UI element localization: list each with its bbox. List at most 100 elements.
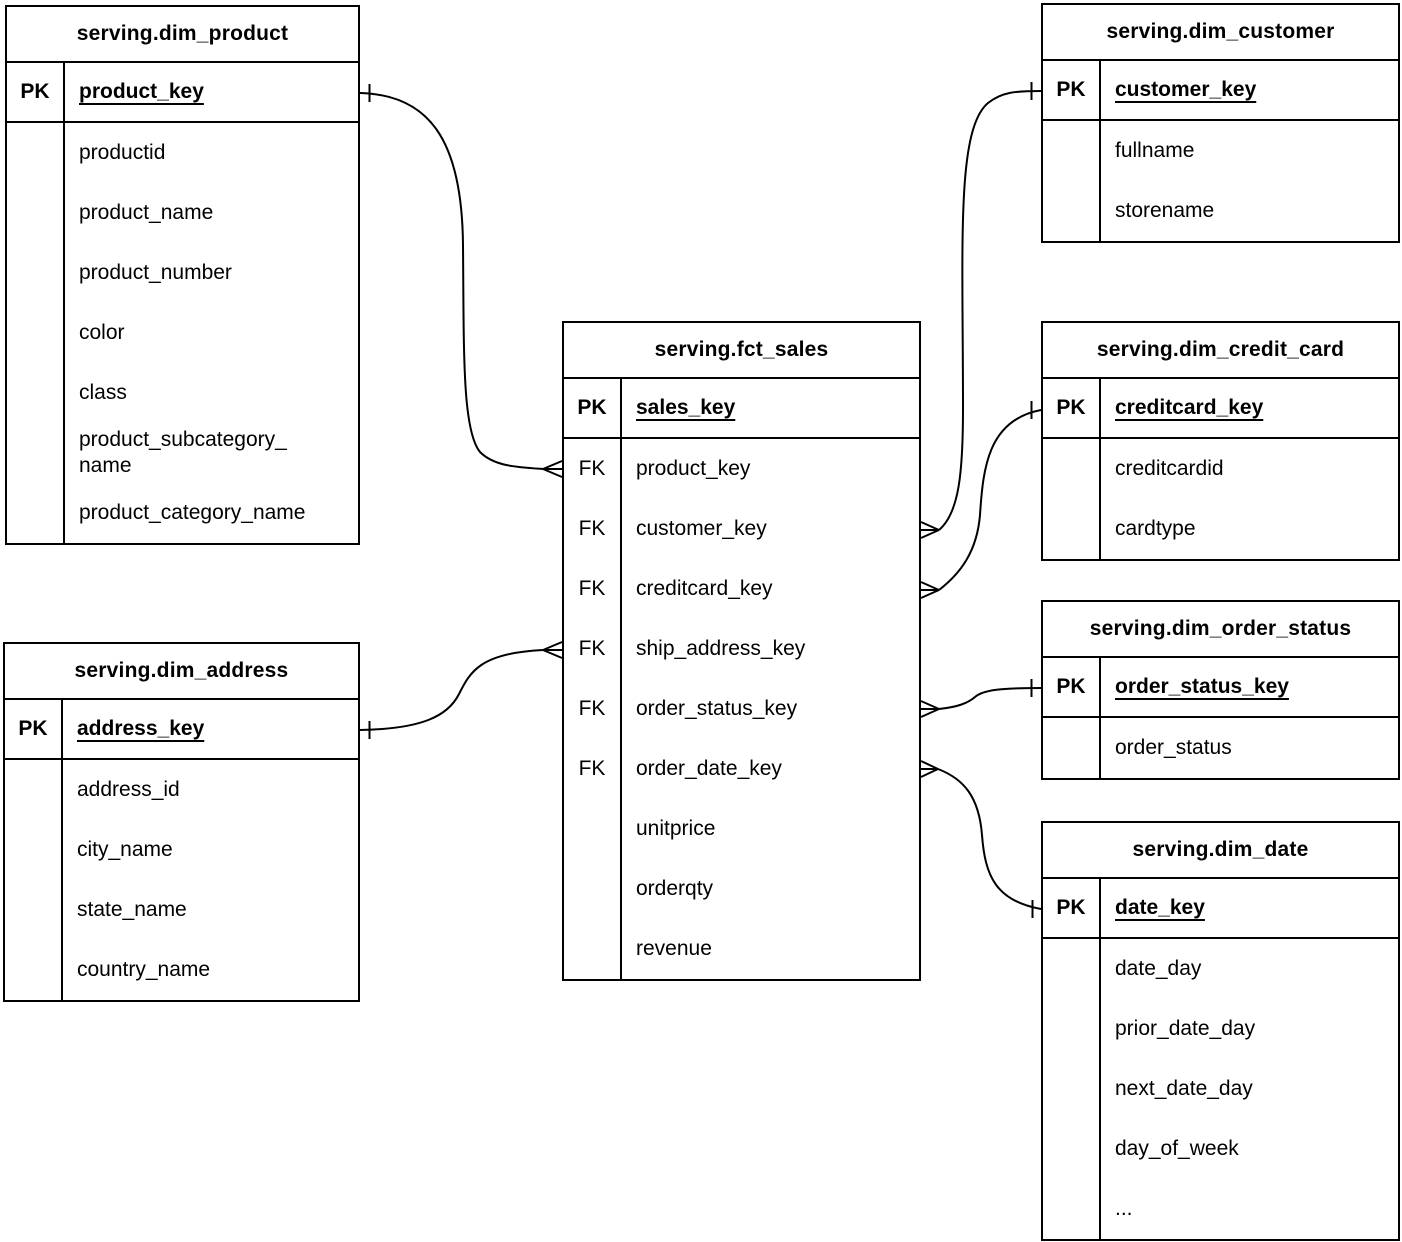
table-row: product_subcategory_ name [7,423,358,483]
field-name: color [79,320,125,344]
relationship-line[interactable] [359,92,544,470]
table-dim-date[interactable]: serving.dim_date PK date_key date_day pr… [1041,821,1400,1241]
key-cell [1043,999,1101,1059]
key-cell [1043,1179,1101,1239]
table-title: serving.dim_order_status [1043,602,1398,658]
fk-label: FK [564,739,622,799]
table-row: revenue [564,919,919,979]
key-cell [7,303,65,363]
field-name: ship_address_key [636,636,806,660]
table-row-pk: PK creditcard_key [1043,379,1398,439]
relationship-line[interactable] [938,687,1042,710]
table-row: prior_date_day [1043,999,1398,1059]
table-row: FK customer_key [564,499,919,559]
table-dim-order-status[interactable]: serving.dim_order_status PK order_status… [1041,600,1400,780]
table-row: FK order_date_key [564,739,919,799]
field-name: city_name [77,837,173,861]
table-dim-product[interactable]: serving.dim_product PK product_key produ… [5,5,360,545]
table-row: FK order_status_key [564,679,919,739]
table-row: color [7,303,358,363]
table-row: orderqty [564,859,919,919]
crowsfoot-many-icon [542,641,563,659]
field-name: product_name [79,200,214,224]
table-row: storename [1043,181,1398,241]
relationship-order-date[interactable] [920,760,1042,918]
table-row: FK ship_address_key [564,619,919,679]
pk-label: PK [564,379,622,437]
fk-label: FK [564,439,622,499]
pk-label: PK [7,63,65,121]
table-row: class [7,363,358,423]
relationship-customer[interactable] [920,82,1042,539]
field-name: creditcardid [1115,456,1224,480]
table-row: state_name [5,880,358,940]
field-name: orderqty [636,876,714,900]
table-dim-customer[interactable]: serving.dim_customer PK customer_key ful… [1041,3,1400,243]
key-cell [7,123,65,183]
field-name: address_id [77,777,180,801]
fk-label: FK [564,499,622,559]
table-row: product_name [7,183,358,243]
relationship-ship-address[interactable] [359,641,563,739]
field-name: productid [79,140,166,164]
table-row-pk: PK date_key [1043,879,1398,939]
table-row: fullname [1043,121,1398,181]
table-title: serving.dim_customer [1043,5,1398,61]
relationship-line[interactable] [359,649,544,731]
crowsfoot-many-icon [920,700,940,718]
table-row-pk: PK order_status_key [1043,658,1398,718]
key-cell [1043,121,1101,181]
table-row: creditcardid [1043,439,1398,499]
table-row: country_name [5,940,358,1000]
pk-field-name: date_key [1115,895,1205,919]
table-row: unitprice [564,799,919,859]
pk-label: PK [1043,379,1101,437]
key-cell [7,423,65,483]
relationship-order-status[interactable] [920,679,1042,718]
table-dim-address[interactable]: serving.dim_address PK address_key addre… [3,642,360,1002]
field-name: storename [1115,198,1215,222]
pk-label: PK [1043,658,1101,716]
table-row: next_date_day [1043,1059,1398,1119]
table-row: FK product_key [564,439,919,499]
key-cell [564,919,622,979]
crowsfoot-many-icon [920,521,940,539]
relationship-product[interactable] [359,84,563,478]
field-name: state_name [77,897,187,921]
table-title: serving.fct_sales [564,323,919,379]
table-fct-sales[interactable]: serving.fct_sales PK sales_key FK produc… [562,321,921,981]
relationship-line[interactable] [938,90,1042,531]
key-cell [1043,1119,1101,1179]
key-cell [1043,499,1101,559]
field-name: order_date_key [636,756,782,780]
pk-field-name: customer_key [1115,77,1257,101]
table-row: day_of_week [1043,1119,1398,1179]
table-row-pk: PK sales_key [564,379,919,439]
table-row: ... [1043,1179,1398,1239]
key-cell [5,940,63,1000]
relationship-line[interactable] [938,409,1042,591]
pk-label: PK [1043,61,1101,119]
field-name: revenue [636,936,712,960]
table-dim-credit-card[interactable]: serving.dim_credit_card PK creditcard_ke… [1041,321,1400,561]
table-row-pk: PK address_key [5,700,358,760]
pk-field-name: address_key [77,716,205,740]
key-cell [564,799,622,859]
table-row: product_category_name [7,483,358,543]
field-name: creditcard_key [636,576,773,600]
key-cell [7,483,65,543]
field-name: day_of_week [1115,1136,1239,1160]
pk-label: PK [5,700,63,758]
key-cell [1043,939,1101,999]
relationship-line[interactable] [937,768,1042,910]
relationship-creditcard[interactable] [920,401,1042,599]
field-name: country_name [77,957,211,981]
fk-label: FK [564,559,622,619]
key-cell [7,363,65,423]
pk-field-name: sales_key [636,395,736,419]
field-name: date_day [1115,956,1202,980]
key-cell [1043,1059,1101,1119]
key-cell [5,820,63,880]
